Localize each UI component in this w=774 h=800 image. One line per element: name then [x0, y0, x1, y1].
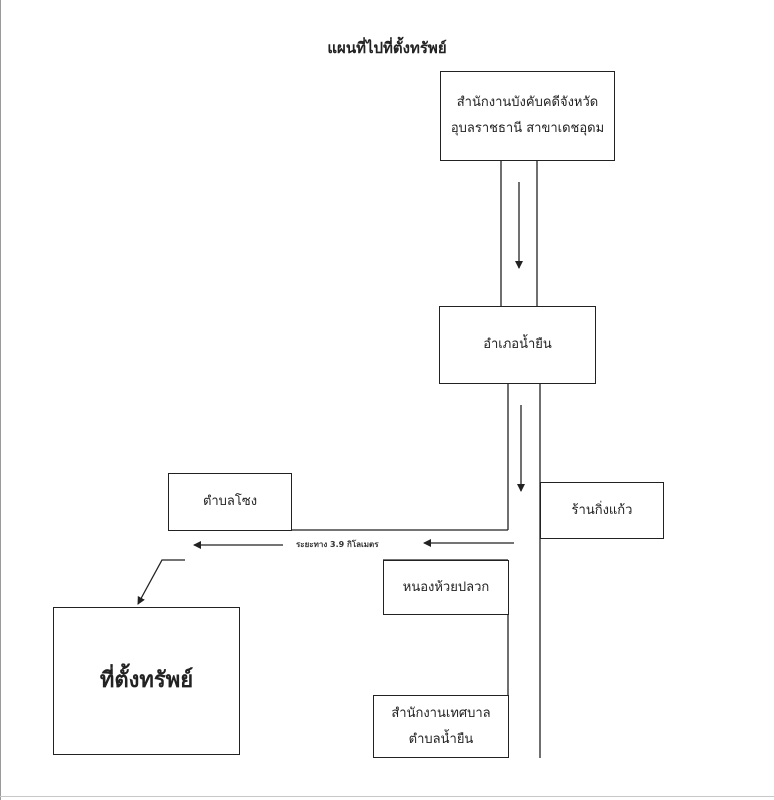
court-office-line1: สำนักงานบังคับคดีจังหวัด [456, 95, 599, 110]
municipal-office-box: สำนักงานเทศบาล ตำบลน้ำยืน [373, 695, 509, 758]
shop-box: ร้านกิ่งแก้ว [540, 482, 664, 539]
court-office-line2: อุบลราชธานี สาขาเดชอุดม [450, 121, 605, 136]
municipal-office-line1: สำนักงานเทศบาล [391, 705, 491, 721]
arrow-to-property [137, 559, 185, 605]
subdistrict-chong-label: ตำบลโซง [202, 494, 258, 509]
page-edge-bottom [0, 796, 774, 797]
district-box: อำเภอน้ำยืน [439, 306, 596, 384]
property-label: ที่ตั้งทรัพย์ [99, 668, 194, 693]
property-box: ที่ตั้งทรัพย์ [53, 607, 240, 755]
page-edge-left [0, 0, 1, 800]
court-office-box: สำนักงานบังคับคดีจังหวัด อุบลราชธานี สาข… [440, 71, 615, 161]
nong-huai-plawok-box: หนองห้วยปลวก [383, 560, 509, 615]
map-title: แผนที่ไปที่ตั้งทรัพย์ [327, 39, 447, 57]
distance-label: ระยะทาง 3.9 กิโลเมตร [296, 540, 379, 549]
district-label: อำเภอน้ำยืน [483, 337, 552, 352]
subdistrict-chong-box: ตำบลโซง [168, 473, 292, 531]
shop-label: ร้านกิ่งแก้ว [571, 502, 633, 518]
municipal-office-line2: ตำบลน้ำยืน [408, 731, 474, 747]
nong-huai-plawok-label: หนองห้วยปลวก [402, 579, 490, 595]
